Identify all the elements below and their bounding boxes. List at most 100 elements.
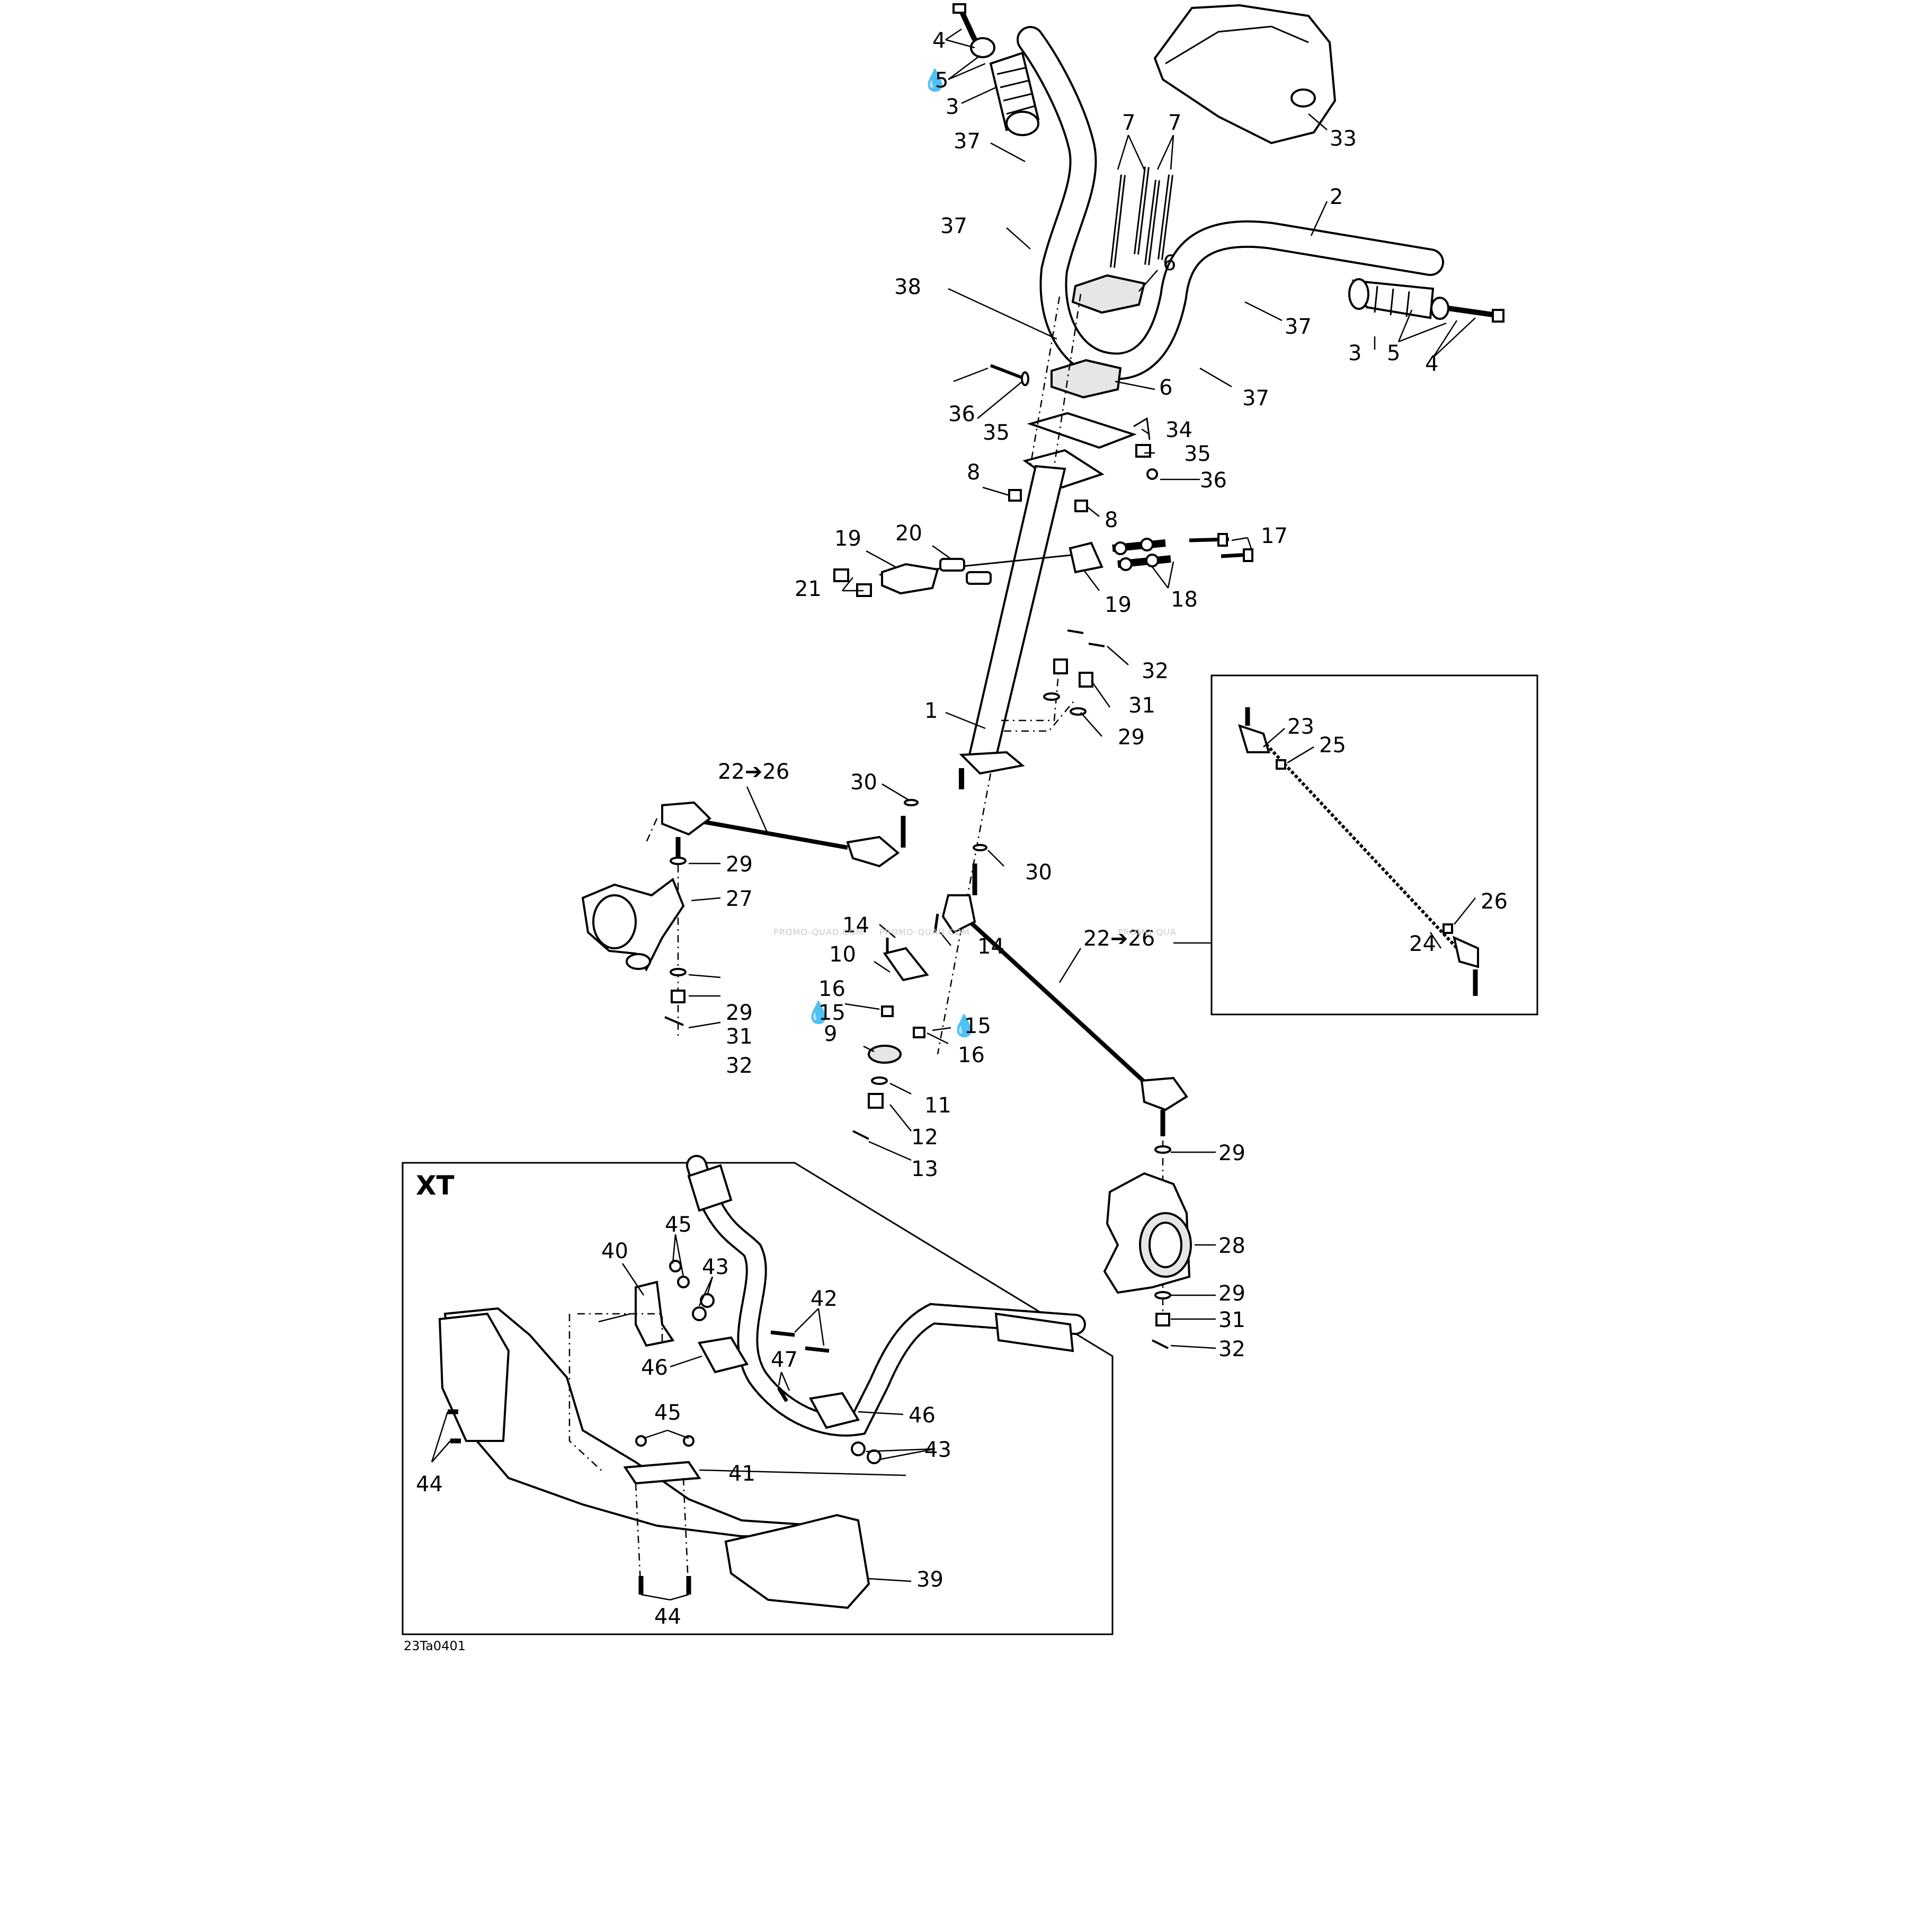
left-tie-rod-end-outer bbox=[661, 801, 712, 836]
label-29: 29 bbox=[1218, 1141, 1245, 1165]
xt-left-grip bbox=[687, 1164, 733, 1212]
xt-title: XT bbox=[416, 1170, 455, 1201]
lower-clamp bbox=[1050, 359, 1122, 399]
label-32: 32 bbox=[1142, 659, 1169, 683]
label-30: 30 bbox=[850, 770, 877, 795]
nut-31-d bbox=[1155, 1313, 1170, 1326]
washer-35-right bbox=[1135, 444, 1151, 458]
washer-29-b bbox=[1070, 707, 1087, 716]
right-bar-end-weight bbox=[1430, 297, 1449, 320]
tie-rod-detail-box bbox=[1210, 674, 1538, 1016]
xt-right-handguard bbox=[724, 1513, 870, 1609]
cotter-32-b bbox=[664, 1016, 684, 1026]
label-36: 36 bbox=[948, 402, 975, 426]
right-tie-rod bbox=[963, 915, 1159, 1096]
upper-clamp bbox=[1071, 274, 1146, 314]
label-6: 6 bbox=[1159, 376, 1172, 400]
label-37: 37 bbox=[1242, 386, 1269, 411]
detail-tie-rod bbox=[1265, 743, 1464, 955]
bolt-36-left bbox=[990, 364, 1026, 380]
right-knuckle-bore-inner bbox=[1148, 1222, 1182, 1268]
washer-30-b bbox=[973, 844, 987, 851]
axis-line-left-rod bbox=[645, 818, 658, 843]
label-24: 24 bbox=[1409, 932, 1436, 956]
label-13: 13 bbox=[911, 1157, 938, 1181]
cotter-pins-32-top bbox=[1067, 629, 1105, 647]
handlebar bbox=[1019, 28, 1442, 378]
label-31: 31 bbox=[726, 1025, 753, 1049]
nut-16-a bbox=[881, 1005, 894, 1017]
nut-31-a bbox=[1053, 658, 1068, 674]
label-22-26: 22➔26 bbox=[718, 760, 789, 784]
label-15-drop: 💧 bbox=[951, 1013, 977, 1038]
label-19: 19 bbox=[834, 527, 861, 551]
cotter-13 bbox=[852, 1130, 869, 1140]
xt-variant-box bbox=[402, 1162, 1114, 1635]
hand-guard bbox=[1153, 4, 1337, 145]
label-37: 37 bbox=[1285, 315, 1312, 339]
label-15-drop: 💧 bbox=[805, 1000, 832, 1025]
washer-30-a bbox=[904, 799, 919, 806]
left-knuckle-bore bbox=[592, 894, 637, 949]
axis-line-pitman bbox=[1001, 662, 1061, 722]
label-37: 37 bbox=[940, 214, 967, 238]
label-47: 47 bbox=[771, 1348, 798, 1372]
label-21: 21 bbox=[795, 577, 822, 601]
link-19-right bbox=[1069, 541, 1103, 574]
watermark: PROMO-QUAD.COM bbox=[773, 927, 864, 937]
washer-11 bbox=[871, 1076, 888, 1085]
bolt-36-right bbox=[1146, 468, 1158, 480]
link-18-pivot-a bbox=[1114, 541, 1127, 555]
bolt-17-head-b bbox=[1243, 548, 1253, 562]
label-15: 15 bbox=[964, 1014, 991, 1038]
label-38: 38 bbox=[894, 275, 921, 299]
left-tie-rod-end-inner bbox=[846, 835, 900, 868]
left-tie-rod bbox=[699, 819, 848, 850]
label-10: 10 bbox=[829, 942, 856, 967]
link-18-pivot-b bbox=[1140, 538, 1154, 551]
label-43: 43 bbox=[924, 1438, 951, 1462]
link-18-pivot-c bbox=[1119, 557, 1133, 571]
hand-guard-ridge bbox=[1165, 25, 1309, 65]
xt-nut-45-d bbox=[683, 1435, 695, 1447]
xt-right-grip bbox=[994, 1312, 1074, 1352]
label-4: 4 bbox=[1425, 352, 1438, 376]
label-33: 33 bbox=[1330, 127, 1357, 151]
xt-clamp-46-a bbox=[697, 1336, 749, 1374]
label-30: 30 bbox=[1025, 860, 1052, 885]
label-31: 31 bbox=[1218, 1308, 1245, 1332]
xt-bolt-47 bbox=[777, 1387, 789, 1402]
right-end-bolt-head bbox=[1492, 309, 1504, 323]
nut-8-right bbox=[1074, 500, 1088, 512]
nut-16-b bbox=[913, 1027, 925, 1038]
detail-end-23 bbox=[1237, 724, 1270, 753]
cotter-32-c bbox=[1152, 1339, 1169, 1349]
label-2: 2 bbox=[1330, 185, 1343, 209]
bolt-14-b bbox=[933, 913, 939, 933]
right-tie-rod-end-inner bbox=[941, 894, 976, 934]
washer-29-a bbox=[1043, 692, 1060, 701]
xt-nut-45-c bbox=[635, 1435, 647, 1447]
label-28: 28 bbox=[1218, 1234, 1245, 1258]
label-45: 45 bbox=[665, 1213, 692, 1237]
nut-8-left bbox=[1008, 489, 1022, 502]
label-34: 34 bbox=[1165, 418, 1192, 442]
label-17: 17 bbox=[1261, 524, 1288, 548]
nut-31-b bbox=[1079, 672, 1093, 688]
label-41: 41 bbox=[728, 1462, 755, 1486]
clamp-bolts-fill bbox=[1111, 166, 1172, 268]
label-44: 44 bbox=[416, 1472, 443, 1497]
label-5: 5 bbox=[1387, 341, 1400, 366]
xt-bolts-42 bbox=[770, 1330, 830, 1353]
label-32: 32 bbox=[1218, 1337, 1245, 1361]
axis-line-clamps bbox=[1029, 293, 1082, 467]
label-3: 3 bbox=[946, 95, 959, 119]
label-42: 42 bbox=[811, 1287, 838, 1311]
hand-guard-screw bbox=[1290, 88, 1316, 108]
link-18-pivot-d bbox=[1145, 554, 1159, 567]
label-35: 35 bbox=[983, 421, 1010, 445]
detail-nut-25 bbox=[1276, 759, 1286, 770]
label-16: 16 bbox=[958, 1043, 985, 1067]
xt-nut-43-d bbox=[867, 1449, 882, 1464]
label-35: 35 bbox=[1184, 442, 1211, 466]
